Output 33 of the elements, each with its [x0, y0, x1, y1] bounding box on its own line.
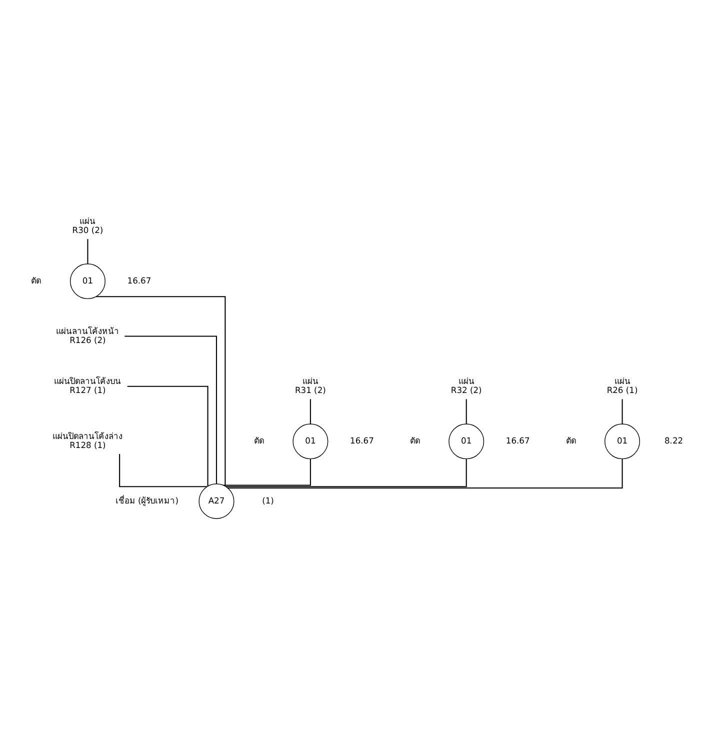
- node-circle: 01: [604, 424, 640, 460]
- connector: [124, 336, 218, 484]
- node-label: 8.22: [664, 436, 684, 446]
- connector: [310, 399, 311, 424]
- connector: [228, 459, 623, 489]
- node-label: ตัด: [410, 436, 420, 446]
- node-label: 16.67: [127, 275, 152, 286]
- node-text: แผ่นลานโค้งหน้า R126 (2): [56, 326, 120, 345]
- connector: [127, 386, 208, 486]
- node-label: ตัด: [31, 275, 42, 286]
- node-circle: 01: [292, 424, 328, 460]
- node-label: 16.67: [506, 436, 530, 446]
- node-text: แผ่น R32 (2): [450, 376, 482, 396]
- node-text: แผ่น R26 (1): [606, 376, 638, 396]
- connector: [87, 239, 88, 264]
- node-text: แผ่น R31 (2): [295, 376, 326, 396]
- connector: [622, 399, 623, 424]
- node-circle: 01: [448, 424, 484, 460]
- node-text: แผ่น R30 (2): [72, 216, 104, 235]
- node-label: (1): [262, 495, 274, 506]
- connector: [226, 459, 467, 488]
- connector: [119, 454, 208, 488]
- node-label: เชื่อม (ผู้รับเหมา): [115, 495, 178, 506]
- connector: [224, 458, 311, 486]
- node-text: แผ่นปิดลานโค้งบน R127 (1): [54, 376, 122, 396]
- node-circle: 01: [70, 264, 106, 300]
- node-label: 16.67: [350, 436, 374, 446]
- node-circle: A27: [198, 484, 234, 519]
- node-label: ตัด: [254, 436, 264, 446]
- connector: [466, 399, 467, 424]
- node-label: ตัด: [566, 436, 576, 446]
- node-text: แผ่นปิดลานโค้งล่าง R128 (1): [52, 431, 123, 450]
- connector: [96, 296, 226, 486]
